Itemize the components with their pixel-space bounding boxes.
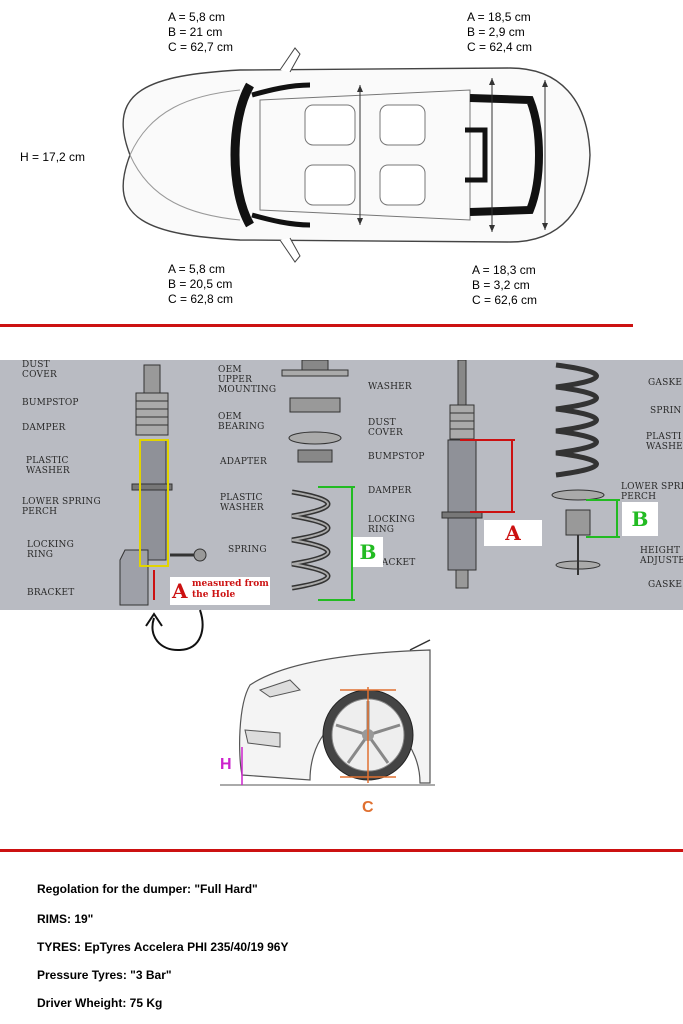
- car-side-view-drawing: [220, 639, 435, 786]
- label-rear-locking-ring: LOCKING RING: [368, 515, 415, 535]
- car-top-view-drawing: [122, 47, 591, 263]
- rear-left-b: B = 2,9 cm: [467, 25, 525, 39]
- rear-left-a: A = 18,5 cm: [467, 10, 531, 24]
- rear-left-c: C = 62,4 cm: [467, 40, 533, 54]
- label-oem-bearing: OEM BEARING: [218, 412, 265, 432]
- rear-right-a: A = 18,3 cm: [472, 263, 536, 277]
- label-plastic-washer-2: PLASTIC WASHER: [220, 493, 264, 513]
- label-lower-spring-perch: LOWER SPRING PERCH: [22, 497, 101, 517]
- label-locking-ring: LOCKING RING: [27, 540, 74, 560]
- front-left-measurements: A = 5,8 cm B = 21 cm C = 62,7 cm: [168, 10, 233, 55]
- measured-from-hole-box: A measured from the Hole: [170, 577, 270, 605]
- info-pressure: Pressure Tyres: "3 Bar": [37, 968, 172, 982]
- label-rear-plastic-washer: PLASTI WASHE: [646, 432, 683, 452]
- label-plastic-washer: PLASTIC WASHER: [26, 456, 70, 476]
- rear-right-measurements: A = 18,3 cm B = 3,2 cm C = 62,6 cm: [472, 263, 537, 308]
- front-right-measurements: A = 5,8 cm B = 20,5 cm C = 62,8 cm: [168, 262, 233, 307]
- label-washer: WASHER: [368, 382, 412, 392]
- label-rear-lower-spring-perch: LOWER SPRI PERCH: [621, 482, 683, 502]
- front-right-c: C = 62,8 cm: [168, 292, 234, 306]
- divider-bottom: [0, 849, 683, 852]
- marker-b-rear: B: [622, 502, 658, 536]
- rear-left-measurements: A = 18,5 cm B = 2,9 cm C = 62,4 cm: [467, 10, 532, 55]
- divider-top: [0, 324, 633, 327]
- side-c-label: C: [362, 799, 374, 816]
- marker-a-front: A: [172, 579, 188, 603]
- label-adapter: ADAPTER: [220, 457, 268, 467]
- coilover-drawings: [119, 360, 620, 606]
- front-left-a: A = 5,8 cm: [168, 10, 226, 24]
- measured-from-hole-note: measured from the Hole: [192, 579, 269, 600]
- label-bumpstop: BUMPSTOP: [22, 398, 79, 408]
- label-damper: DAMPER: [22, 423, 66, 433]
- label-dust-cover: DUST COVER: [22, 360, 57, 380]
- label-rear-damper: DAMPER: [368, 486, 412, 496]
- label-oem-upper-mounting: OEM UPPER MOUNTING: [218, 365, 277, 395]
- label-rear-dust-cover: DUST COVER: [368, 418, 403, 438]
- curved-arrow-icon: [145, 609, 204, 652]
- info-rims: RIMS: 19": [37, 912, 94, 926]
- label-gasket-2: GASKE: [648, 580, 683, 590]
- info-driver-weight: Driver Wheight: 75 Kg: [37, 996, 163, 1010]
- label-rear-bracket: BRACKET: [368, 558, 416, 568]
- side-h-label: H: [220, 756, 232, 773]
- label-height-adjuster: HEIGHT ADJUSTE: [640, 546, 683, 566]
- info-damper-setting: Regolation for the dumper: "Full Hard": [37, 882, 258, 896]
- rear-right-c: C = 62,6 cm: [472, 293, 538, 307]
- label-bracket: BRACKET: [27, 588, 75, 598]
- suspension-manual-scan: DUST COVER BUMPSTOP DAMPER PLASTIC WASHE…: [0, 360, 683, 610]
- label-gasket: GASKE: [648, 378, 683, 388]
- front-right-a: A = 5,8 cm: [168, 262, 226, 276]
- front-left-b: B = 21 cm: [168, 25, 223, 39]
- marker-b-front: B: [353, 537, 383, 567]
- height-measurement: H = 17,2 cm: [20, 150, 86, 164]
- label-rear-spring: SPRIN: [650, 406, 682, 416]
- label-rear-bumpstop: BUMPSTOP: [368, 452, 425, 462]
- rear-right-b: B = 3,2 cm: [472, 278, 530, 292]
- info-tyres: TYRES: EpTyres Accelera PHI 235/40/19 96…: [37, 940, 289, 954]
- marker-a-rear: A: [484, 520, 542, 546]
- front-left-c: C = 62,7 cm: [168, 40, 234, 54]
- front-right-b: B = 20,5 cm: [168, 277, 233, 291]
- label-spring: SPRING: [228, 545, 267, 555]
